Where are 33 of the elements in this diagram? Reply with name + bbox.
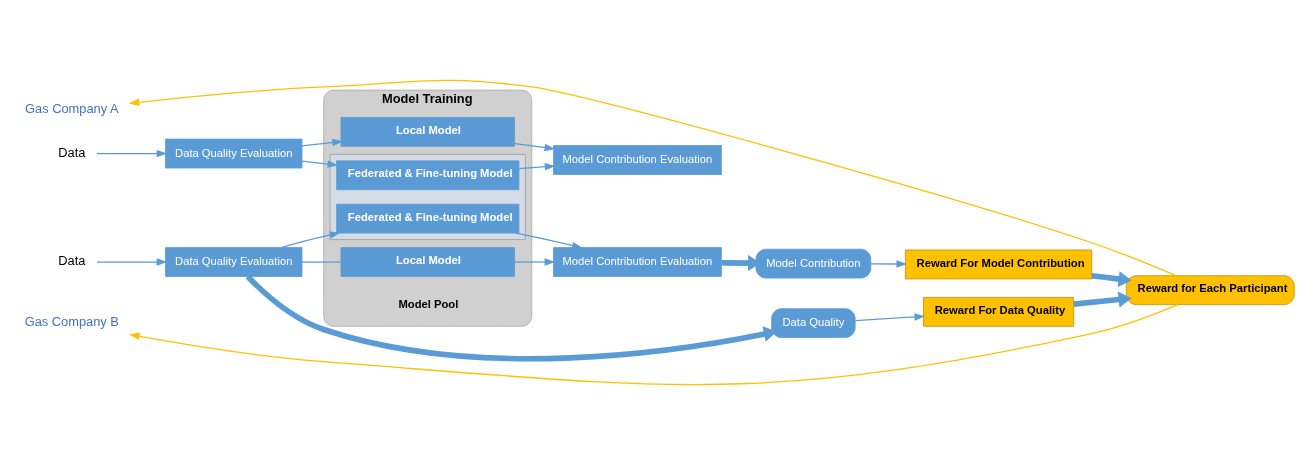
arrow (301, 160, 339, 168)
node-box: Local Model (340, 117, 515, 147)
node-box: Federated & Fine-tuning Model (336, 203, 520, 234)
node-box: Data Quality (771, 308, 856, 338)
arrow (515, 232, 583, 250)
arrow (854, 313, 926, 322)
arrow (870, 260, 908, 268)
node-text: Data (58, 253, 86, 269)
arrow (96, 149, 168, 158)
node-box: Model Contribution Evaluation (553, 145, 722, 175)
arrow (245, 274, 777, 362)
arrow (96, 258, 168, 266)
node-box: Reward for Each Participant (1125, 275, 1295, 305)
arrow (280, 231, 341, 249)
node-text: Gas Company A (25, 101, 119, 117)
node-text: Data (58, 144, 86, 160)
node-box: Data Quality Evaluation (165, 247, 303, 277)
arrow (301, 138, 343, 147)
arrow (518, 163, 556, 171)
arrow (1073, 291, 1132, 308)
arrow (1091, 271, 1132, 287)
node-text: Gas Company B (24, 314, 119, 330)
connector (301, 261, 342, 263)
arrow (129, 303, 1179, 386)
node-box: Reward For Data Quality (923, 297, 1075, 327)
node-box: Data Quality Evaluation (165, 138, 303, 169)
node-box: Model Contribution Evaluation (553, 247, 722, 277)
node-box: Federated & Fine-tuning Model (336, 160, 520, 191)
node-box: Local Model (340, 247, 515, 277)
node-box: Model Contribution (755, 248, 872, 279)
arrow (514, 258, 556, 266)
arrow (514, 142, 556, 152)
node-box: Reward For Model Contribution (904, 249, 1093, 280)
